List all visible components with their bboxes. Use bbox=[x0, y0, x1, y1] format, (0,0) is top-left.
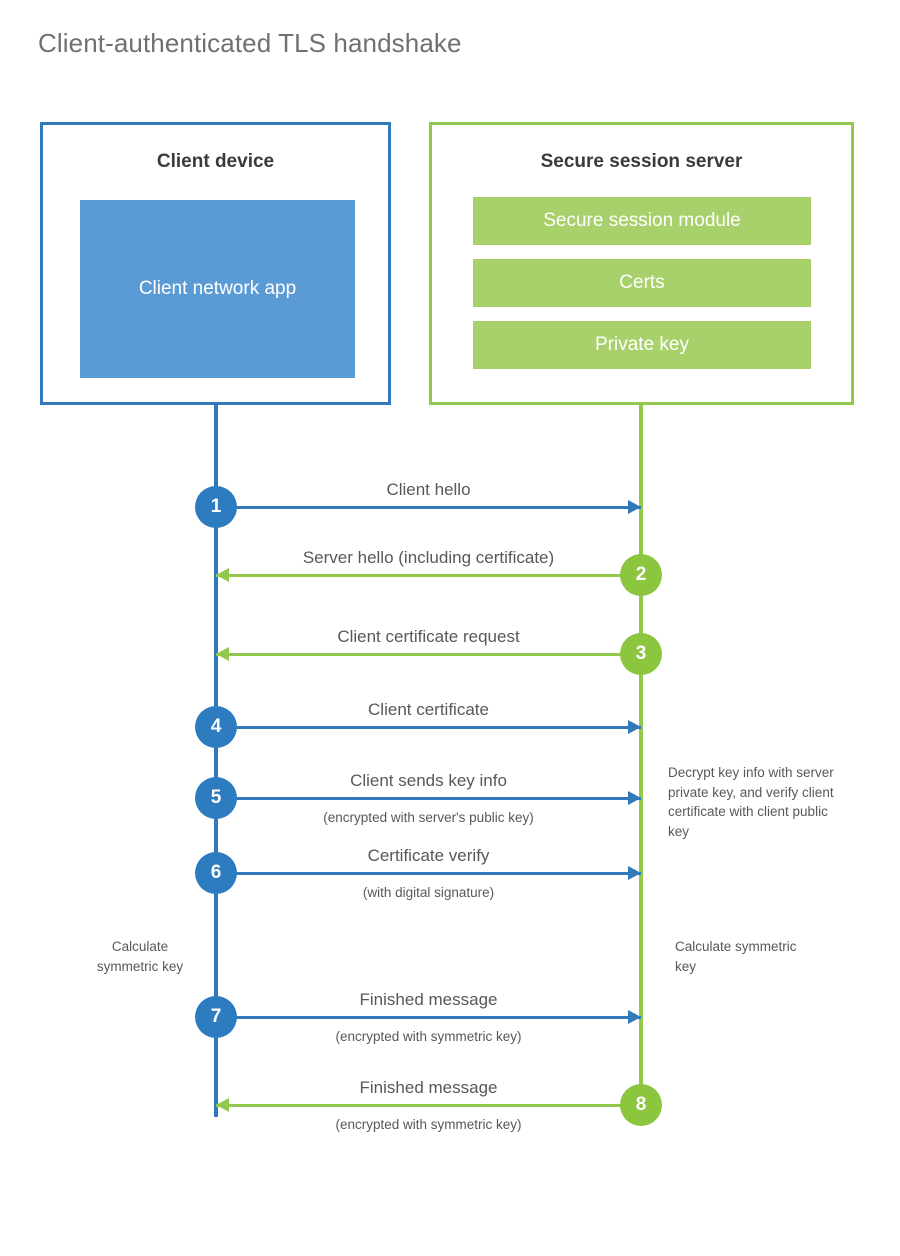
client-network-app-block: Client network app bbox=[80, 200, 355, 378]
server-module-private-key: Private key bbox=[473, 321, 811, 369]
message-label-1: Client hello bbox=[386, 480, 471, 499]
step-badge-1[interactable]: 1 bbox=[195, 486, 237, 528]
secure-session-server-box: Secure session server Secure session mod… bbox=[429, 122, 854, 405]
message-arrow-2 bbox=[216, 574, 641, 577]
arrow-head-8 bbox=[216, 1098, 229, 1112]
message-label-4: Client certificate bbox=[368, 700, 489, 719]
message-label-7: Finished message bbox=[359, 990, 498, 1009]
message-label-8: Finished message bbox=[359, 1078, 498, 1097]
client-device-box: Client device Client network app bbox=[40, 122, 391, 405]
page-title: Client-authenticated TLS handshake bbox=[38, 28, 462, 58]
message-arrow-5 bbox=[216, 797, 641, 800]
arrow-head-2 bbox=[216, 568, 229, 582]
step-badge-5[interactable]: 5 bbox=[195, 777, 237, 819]
message-arrow-8 bbox=[216, 1104, 641, 1107]
message-sublabel-5: (encrypted with server's public key) bbox=[323, 810, 534, 825]
arrow-head-3 bbox=[216, 647, 229, 661]
message-label-5: Client sends key info bbox=[350, 771, 507, 790]
arrow-head-5 bbox=[628, 791, 641, 805]
server-module-certs: Certs bbox=[473, 259, 811, 307]
step-badge-2[interactable]: 2 bbox=[620, 554, 662, 596]
message-arrow-1 bbox=[216, 506, 641, 509]
client-lifeline bbox=[214, 405, 218, 1117]
message-label-6: Certificate verify bbox=[367, 846, 490, 865]
step-badge-7[interactable]: 7 bbox=[195, 996, 237, 1038]
server-module-list: Secure session module Certs Private key bbox=[473, 197, 811, 369]
message-label-3: Client certificate request bbox=[337, 627, 520, 646]
note-client-calculate-symmetric-key: Calculate symmetric key bbox=[96, 939, 184, 974]
note-server-calculate-symmetric-key: Calculate symmetric key bbox=[675, 939, 797, 974]
server-module-secure-session: Secure session module bbox=[473, 197, 811, 245]
step-badge-3[interactable]: 3 bbox=[620, 633, 662, 675]
message-label-2: Server hello (including certificate) bbox=[302, 548, 555, 567]
message-sublabel-6: (with digital signature) bbox=[362, 885, 495, 900]
message-sublabel-8: (encrypted with symmetric key) bbox=[335, 1117, 522, 1132]
step-badge-4[interactable]: 4 bbox=[195, 706, 237, 748]
arrow-head-7 bbox=[628, 1010, 641, 1024]
message-arrow-6 bbox=[216, 872, 641, 875]
note-server-decrypt: Decrypt key info with server private key… bbox=[668, 765, 834, 839]
client-device-title: Client device bbox=[156, 151, 275, 172]
message-arrow-3 bbox=[216, 653, 641, 656]
server-lifeline bbox=[639, 405, 643, 1105]
arrow-head-4 bbox=[628, 720, 641, 734]
arrow-head-6 bbox=[628, 866, 641, 880]
step-badge-6[interactable]: 6 bbox=[195, 852, 237, 894]
step-badge-8[interactable]: 8 bbox=[620, 1084, 662, 1126]
message-sublabel-7: (encrypted with symmetric key) bbox=[335, 1029, 522, 1044]
message-arrow-7 bbox=[216, 1016, 641, 1019]
arrow-head-1 bbox=[628, 500, 641, 514]
message-arrow-4 bbox=[216, 726, 641, 729]
secure-session-server-title: Secure session server bbox=[540, 151, 743, 172]
